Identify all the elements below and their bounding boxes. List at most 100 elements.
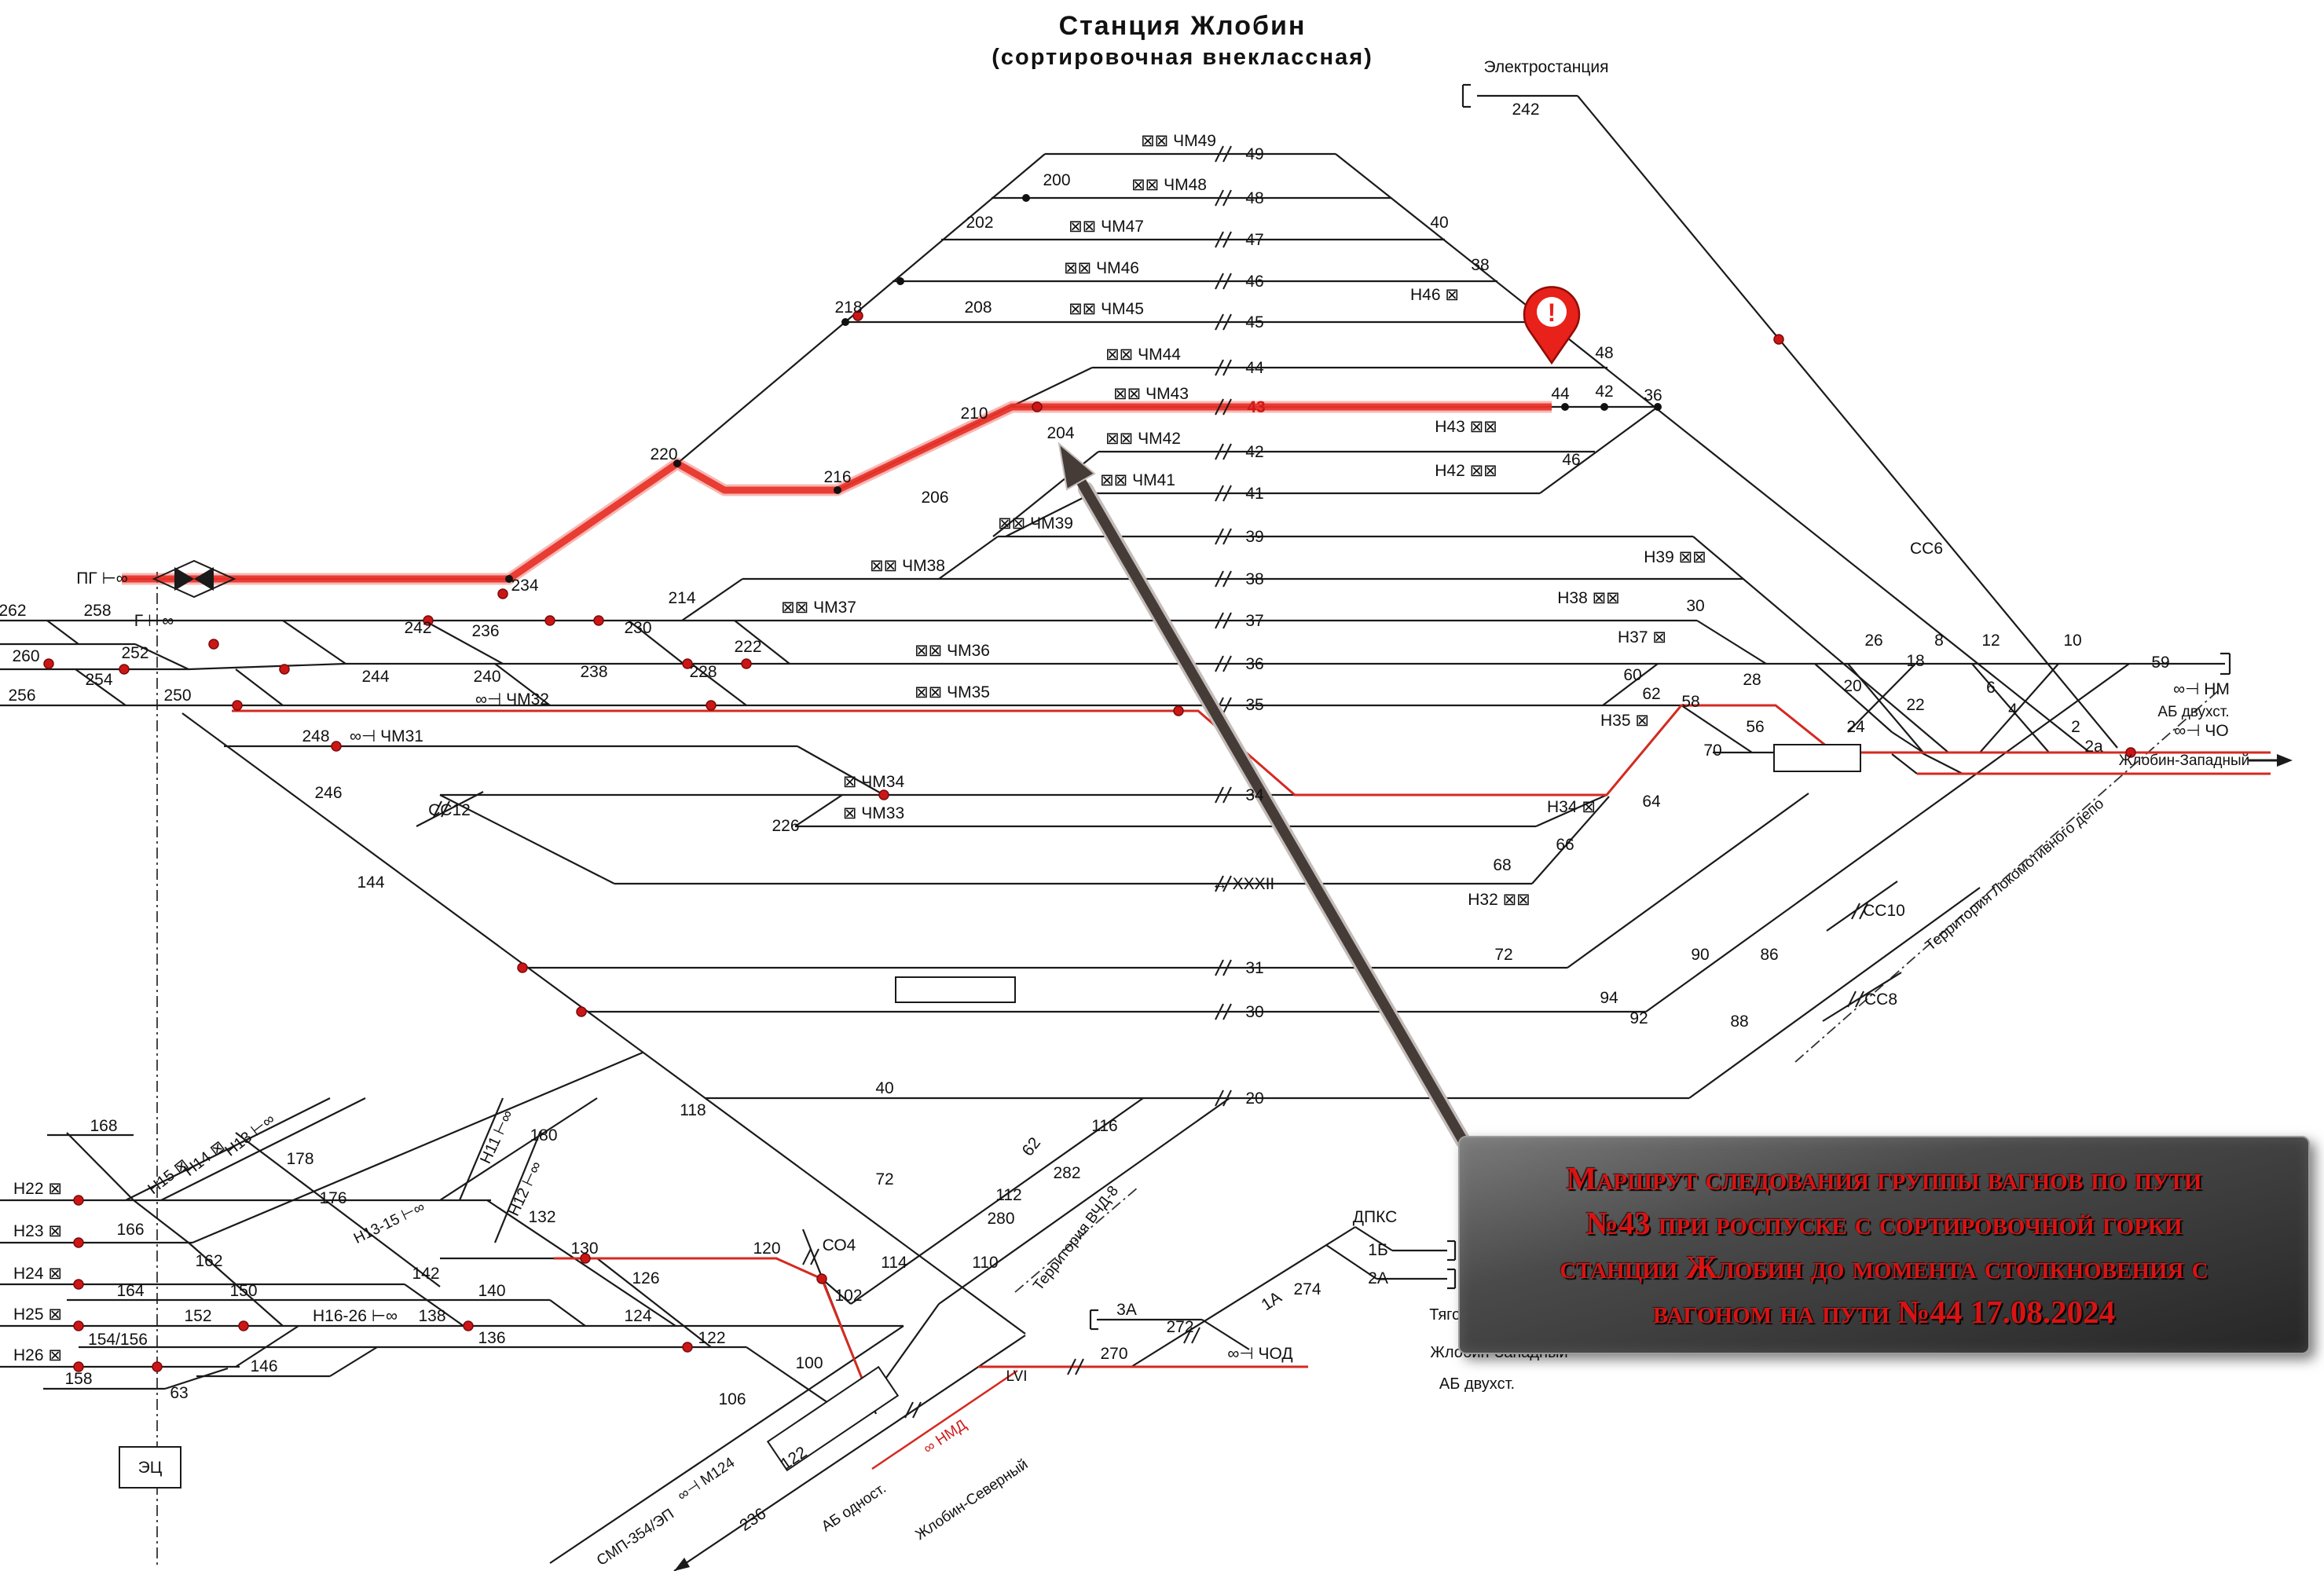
diagram-label: 210 (960, 405, 988, 423)
diagram-label: СС10 (1863, 902, 1905, 920)
diagram-label: 158 (64, 1370, 92, 1388)
diagram-label: 258 (83, 602, 111, 620)
diagram-label: Н39 ⊠⊠ (1644, 548, 1706, 566)
diagram-label: 280 (987, 1210, 1014, 1228)
diagram-label: 8 (1934, 632, 1944, 650)
diagram-label: СС6 (1910, 540, 1943, 558)
station-title: Станция Жлобин (1058, 11, 1307, 41)
diagram-label: 62 (1642, 685, 1660, 703)
diagram-label: ∞⊣ ЧМ32 (475, 690, 549, 709)
diagram-label: 146 (250, 1357, 277, 1375)
diagram-label: 46 (1245, 273, 1263, 291)
diagram-label: 45 (1245, 313, 1263, 331)
diagram-label: 226 (772, 817, 799, 835)
diagram-label: 150 (229, 1282, 257, 1300)
insulation-joint-ticks (433, 145, 1868, 1419)
diagram-label: 35 (1245, 696, 1263, 714)
diagram-label: 22 (1906, 696, 1924, 714)
diagram-label: 30 (1686, 597, 1704, 615)
diagram-label: Г ⊢∞ (134, 612, 174, 630)
diagram-label: 240 (473, 668, 500, 686)
diagram-label: 236 (736, 1504, 769, 1535)
diagram-label: Жлобин-Западный (2119, 753, 2249, 769)
diagram-label: 130 (570, 1240, 598, 1258)
diagram-label: 200 (1043, 171, 1070, 189)
diagram-label: 58 (1681, 693, 1699, 711)
caption-line-3: станции Жлобин до момента столкновения с (1560, 1249, 2209, 1286)
diagram-label: АБ одност. (819, 1480, 889, 1535)
diagram-label: 4 (2008, 701, 2018, 719)
diagram-label: АБ двухст. (1439, 1375, 1515, 1393)
diagram-label: 42 (1245, 443, 1263, 461)
diagram-label: Н35 ⊠ (1600, 712, 1649, 730)
platform-boxes (119, 744, 1861, 1489)
diagram-label: 1А (1258, 1288, 1285, 1314)
pin-inner-circle (1537, 297, 1567, 327)
diagram-label: ⊠⊠ ЧМ43 (1113, 385, 1189, 403)
diagram-label: 47 (1245, 231, 1263, 249)
diagram-label: 222 (734, 638, 761, 656)
diagram-label: 206 (921, 489, 948, 507)
diagram-label: 168 (90, 1117, 117, 1135)
diagram-label: Н22 ⊠ (13, 1180, 62, 1198)
route-annotation-arrow (1058, 441, 1471, 1148)
diagram-label: ⊠⊠ ЧМ48 (1131, 176, 1207, 194)
diagram-label: Территория Локомотивного депо (1923, 796, 2107, 954)
diagram-label: 72 (1494, 946, 1512, 964)
diagram-label: 272 (1166, 1318, 1193, 1336)
diagram-label: СМП-354/ЭП (594, 1506, 677, 1569)
diagram-label: 216 (823, 468, 851, 486)
diagram-label: ⊠⊠ ЧМ47 (1069, 218, 1144, 236)
diagram-label: 49 (1245, 145, 1263, 163)
diagram-label: ∞⊣ ЧОД (1227, 1345, 1292, 1363)
diagram-label: СС12 (428, 801, 471, 819)
diagram-label: 18 (1906, 652, 1924, 670)
diagram-label: 56 (1746, 718, 1764, 736)
diagram-label: 44 (1245, 359, 1264, 377)
diagram-label: Территория ВЧД-8 (1030, 1183, 1122, 1294)
diagram-label: 26 (1864, 632, 1882, 650)
direction-arrow-west (2249, 754, 2293, 767)
diagram-label: 90 (1691, 946, 1709, 964)
diagram-label: 118 (680, 1101, 706, 1119)
diagram-label: 180 (530, 1126, 557, 1144)
diagram-label: ⊠⊠ ЧМ49 (1141, 132, 1216, 150)
diagram-label: СО4 (823, 1236, 856, 1254)
diagram-label: ∞ НМД (921, 1417, 970, 1458)
diagram-label: 238 (580, 663, 607, 681)
diagram-label: 144 (357, 873, 384, 892)
diagram-label: 136 (478, 1329, 505, 1347)
diagram-label: 2а (2084, 738, 2103, 756)
caption-line-1: Маршрут следования группы вагнов по пути (1566, 1160, 2202, 1196)
diagram-label: 114 (881, 1254, 907, 1272)
diagram-label: 204 (1047, 424, 1074, 442)
diagram-label: Н11 ⊢∞ (477, 1108, 517, 1166)
diagram-label: 220 (650, 445, 677, 463)
diagram-label: Н14 ⊠ (181, 1137, 228, 1180)
diagram-label: ⊠⊠ ЧМ36 (915, 642, 990, 660)
diagram-label: Н26 ⊠ (13, 1346, 62, 1364)
diagram-label: 88 (1730, 1013, 1748, 1031)
diagram-label: ⊠⊠ ЧМ37 (781, 599, 856, 617)
diagram-label: Н46 ⊠ (1410, 286, 1459, 304)
diagram-label: ⊠⊠ ЧМ46 (1064, 259, 1139, 277)
diagram-label: 36 (1245, 655, 1263, 673)
diagram-label: 44 (1551, 385, 1570, 403)
diagram-label: 260 (12, 647, 39, 665)
diagram-label: Н42 ⊠⊠ (1435, 462, 1497, 480)
diagram-label: ⊠⊠ ЧМ39 (998, 515, 1073, 533)
diagram-label: 202 (966, 214, 993, 232)
diagram-label: Жлобин-Северный (912, 1456, 1031, 1544)
diagram-label: 31 (1245, 959, 1263, 977)
diagram-label: 20 (1245, 1089, 1263, 1108)
diagram-label: ∞⊣ ЧО (2174, 722, 2228, 740)
diagram-label: 244 (361, 668, 389, 686)
diagram-label: 236 (471, 622, 499, 640)
diagram-label: Н37 ⊠ (1618, 628, 1666, 646)
diagram-label: Н25 ⊠ (13, 1306, 62, 1324)
diagram-label: 64 (1642, 793, 1661, 811)
diagram-label: 250 (163, 687, 191, 705)
